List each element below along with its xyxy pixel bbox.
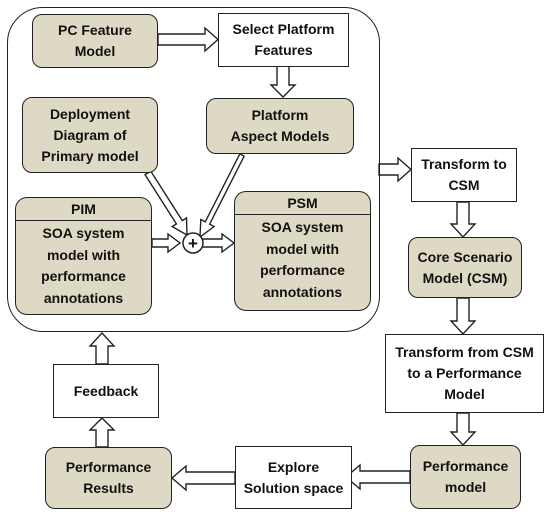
- combine-symbol: +: [182, 232, 204, 254]
- core-scenario-model-node: Core Scenario Model (CSM): [408, 237, 522, 298]
- transform-from-csm-node: Transform from CSM to a Performance Mode…: [385, 334, 544, 413]
- arrow-results-to-feedback: [88, 417, 116, 448]
- arrow-transform-to-core: [449, 201, 477, 239]
- transform-to-csm-node: Transform to CSM: [411, 148, 517, 202]
- psm-header: PSM: [235, 192, 370, 215]
- arrow-pim-to-combine: [151, 232, 182, 254]
- model-transformation-container: [7, 7, 380, 332]
- combine-symbol-label: +: [188, 234, 198, 253]
- performance-model-node: Performance model: [410, 445, 521, 509]
- pim-header: PIM: [16, 198, 151, 221]
- arrow-deployment-to-combine: [144, 170, 188, 237]
- arrow-aspect-to-combine: [199, 152, 246, 239]
- performance-results-node: Performance Results: [45, 447, 172, 509]
- platform-aspect-models-node: Platform Aspect Models: [206, 98, 354, 154]
- pim-node: PIM SOA system model with performance an…: [15, 197, 152, 315]
- explore-solution-space-node: Explore Solution space: [235, 446, 352, 509]
- arrow-container-to-transform: [378, 156, 413, 183]
- psm-body: SOA system model with performance annota…: [260, 219, 345, 301]
- arrow-pc-to-select: [157, 26, 220, 53]
- arrow-explore-to-results: [170, 464, 236, 492]
- arrow-select-to-aspect: [269, 65, 297, 98]
- select-platform-features-node: Select Platform Features: [218, 13, 349, 67]
- pim-body: SOA system model with performance annota…: [41, 225, 126, 307]
- arrow-combine-to-psm: [201, 232, 236, 254]
- arrow-core-to-transformfrom: [449, 297, 477, 336]
- deployment-diagram-node: Deployment Diagram of Primary model: [22, 97, 158, 173]
- feedback-node: Feedback: [53, 364, 159, 418]
- psm-node: PSM SOA system model with performance an…: [234, 191, 371, 311]
- arrow-transformfrom-to-perfmodel: [449, 412, 477, 447]
- arrow-feedback-to-container: [88, 331, 116, 365]
- arrow-perfmodel-to-explore: [344, 463, 411, 491]
- pc-feature-model-node: PC Feature Model: [32, 14, 158, 68]
